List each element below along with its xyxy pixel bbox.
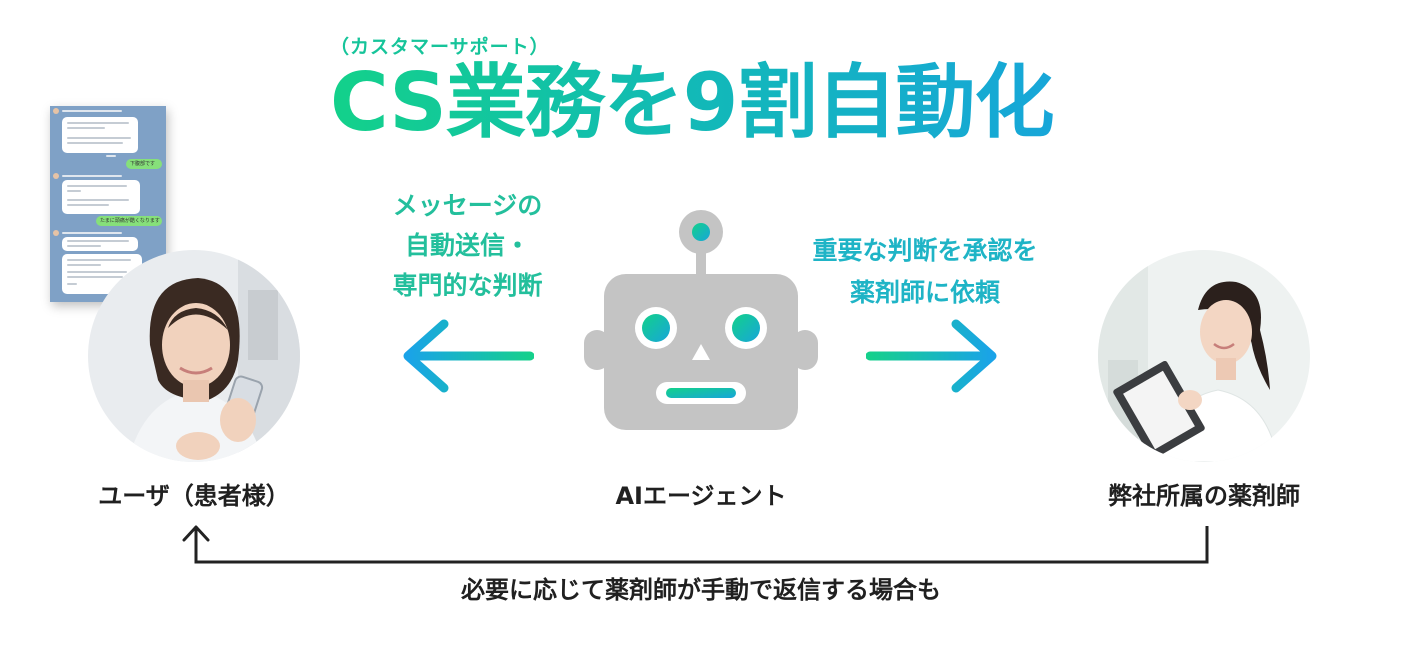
chat-avatar [53, 173, 59, 179]
chat-avatar [53, 108, 59, 114]
right-caption: 重要な判断を承認を 薬剤師に依頼 [775, 230, 1075, 314]
left-caption-line1: メッセージの [392, 191, 543, 220]
right-caption-line1: 重要な判断を承認を [812, 236, 1038, 265]
chat-bubble [62, 117, 138, 153]
agent-label: AIエージェント [615, 482, 787, 510]
pharmacist-photo [1098, 250, 1310, 462]
chat-bubble [62, 237, 138, 251]
robot-icon [582, 208, 820, 433]
headline: CS業務を9割自動化 [330, 56, 1054, 149]
chat-reply-text: 下腹部です [130, 161, 156, 167]
chat-bubble [62, 180, 140, 214]
chat-reply-text: たまに頭痛が酷くなります [100, 218, 160, 224]
arrow-left-icon [398, 318, 535, 394]
chat-reply-bubble: 下腹部です [126, 159, 162, 169]
user-photo [88, 250, 300, 462]
left-caption-line3: 専門的な判断 [392, 271, 543, 300]
chat-screenshot: 下腹部です たまに頭痛が酷くなります [50, 106, 166, 302]
user-label: ユーザ（患者様） [98, 482, 290, 510]
footer-note: 必要に応じて薬剤師が手動で返信する場合も [461, 576, 941, 604]
right-caption-line2: 薬剤師に依頼 [849, 278, 1000, 307]
chat-reply-bubble: たまに頭痛が酷くなります [96, 216, 162, 226]
chat-avatar [53, 230, 59, 236]
left-caption: メッセージの 自動送信・ 専門的な判断 [360, 186, 575, 306]
pharmacist-label: 弊社所属の薬剤師 [1108, 482, 1300, 510]
subtitle: （カスタマーサポート） [330, 36, 550, 58]
left-caption-line2: 自動送信・ [404, 231, 530, 260]
arrow-right-icon [865, 318, 1002, 394]
arrow-up-icon [178, 520, 1218, 570]
